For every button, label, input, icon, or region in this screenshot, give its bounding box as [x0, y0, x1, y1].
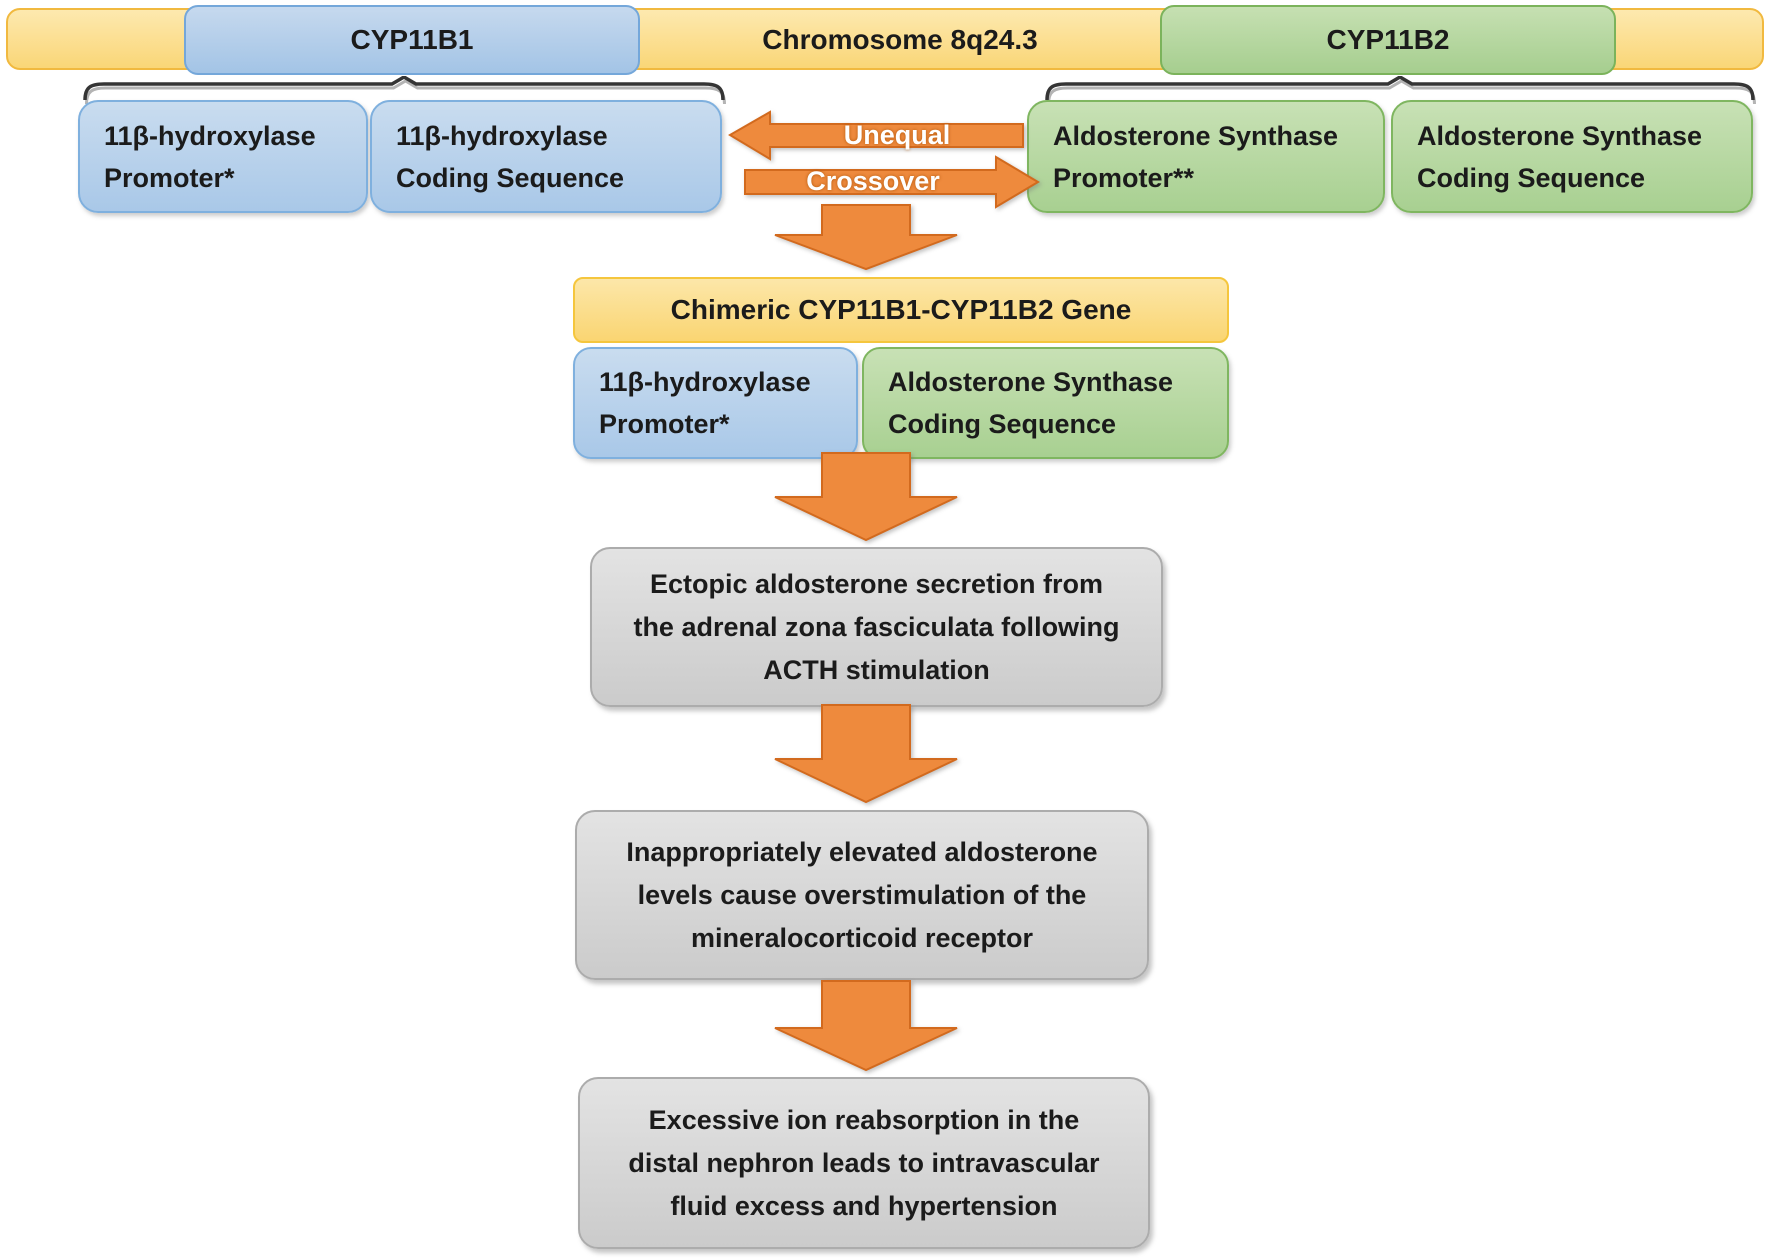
box-label: Aldosterone Synthase Promoter**	[1053, 120, 1339, 193]
chimeric-gene-title: Chimeric CYP11B1-CYP11B2 Gene	[670, 294, 1132, 325]
unequal-arrow-left-icon	[728, 110, 1024, 161]
down-arrow-1-icon	[774, 204, 958, 271]
box-aldosterone-synthase-promoter: Aldosterone Synthase Promoter**	[1027, 100, 1385, 213]
crossover-arrow-right-icon	[744, 155, 1040, 209]
cascade-box-ion-reabsorption: Excessive ion reabsorption in the distal…	[578, 1077, 1150, 1249]
down-arrow-4-icon	[774, 980, 958, 1072]
box-label: 11β-hydroxylase Promoter*	[104, 120, 316, 193]
gene-label-cyp11b2: CYP11B2	[1326, 24, 1450, 55]
box-label: Aldosterone Synthase Coding Sequence	[888, 367, 1174, 439]
box-label: Aldosterone Synthase Coding Sequence	[1417, 120, 1703, 193]
cascade-text: Ectopic aldosterone secretion from the a…	[633, 568, 1120, 685]
down-arrow-2-icon	[774, 452, 958, 542]
cascade-box-ectopic-secretion: Ectopic aldosterone secretion from the a…	[590, 547, 1163, 707]
chimeric-coding-box: Aldosterone Synthase Coding Sequence	[862, 347, 1229, 459]
gene-box-cyp11b2: CYP11B2	[1160, 5, 1616, 75]
crossover-arrow-label-wrap: Crossover	[748, 156, 998, 206]
box-11b-hydroxylase-coding: 11β-hydroxylase Coding Sequence	[370, 100, 722, 213]
box-label: 11β-hydroxylase Coding Sequence	[396, 120, 625, 193]
box-label: 11β-hydroxylase Promoter*	[599, 367, 811, 439]
gene-label-cyp11b1: CYP11B1	[350, 24, 474, 55]
gene-box-cyp11b1: CYP11B1	[184, 5, 640, 75]
cascade-text: Excessive ion reabsorption in the distal…	[628, 1104, 1100, 1221]
chimeric-gene-box: Chimeric CYP11B1-CYP11B2 Gene	[573, 277, 1229, 343]
unequal-arrow-label-wrap: Unequal	[772, 111, 1022, 159]
box-aldosterone-synthase-coding: Aldosterone Synthase Coding Sequence	[1391, 100, 1753, 213]
cascade-box-elevated-aldosterone: Inappropriately elevated aldosterone lev…	[575, 810, 1149, 980]
cascade-text: Inappropriately elevated aldosterone lev…	[626, 836, 1098, 953]
down-arrow-3-icon	[774, 704, 958, 804]
unequal-arrow-label: Unequal	[843, 119, 951, 150]
crossover-arrow-label: Crossover	[806, 165, 940, 196]
chromosome-label: Chromosome 8q24.3	[762, 24, 1038, 55]
chimeric-promoter-box: 11β-hydroxylase Promoter*	[573, 347, 858, 459]
box-11b-hydroxylase-promoter: 11β-hydroxylase Promoter*	[78, 100, 368, 213]
chromosome-label-wrap: Chromosome 8q24.3	[645, 8, 1155, 72]
